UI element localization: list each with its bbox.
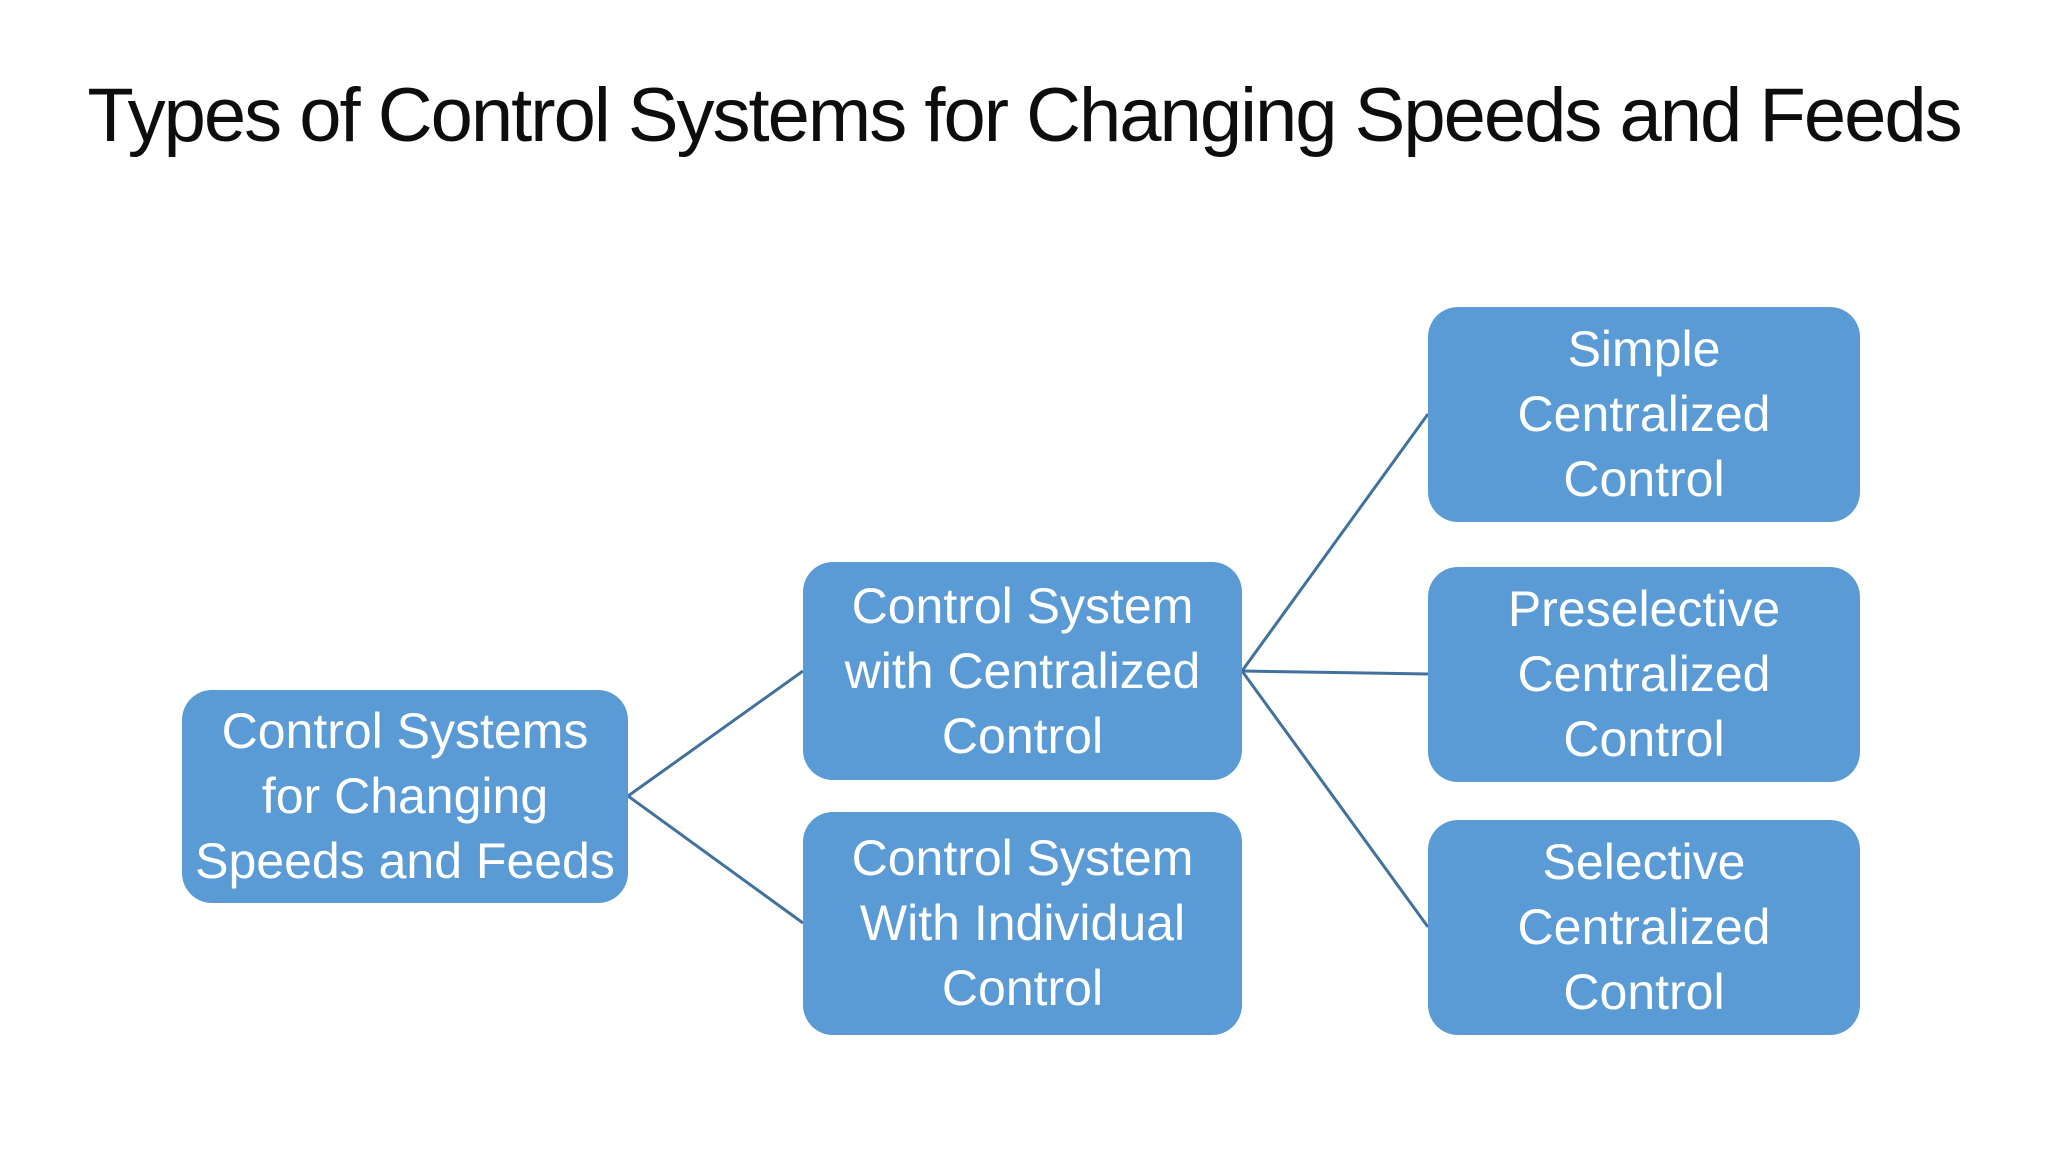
node-label: Control System With Individual Control	[851, 830, 1194, 1016]
connector-centralized-to-selective	[1240, 670, 1430, 928]
connector-root-to-centralized	[627, 669, 804, 798]
connector-centralized-to-preselective	[1241, 669, 1429, 676]
node-simple-centralized-control: Simple Centralized Control	[1428, 307, 1860, 522]
node-label: Preselective Centralized Control	[1507, 581, 1781, 767]
connector-centralized-to-simple	[1240, 413, 1430, 672]
node-label: Control System with Centralized Control	[844, 577, 1201, 764]
node-control-systems-root: Control Systems for Changing Speeds and …	[182, 690, 628, 903]
node-centralized-control: Control System with Centralized Control	[803, 562, 1242, 780]
node-preselective-centralized-control: Preselective Centralized Control	[1428, 567, 1860, 782]
node-individual-control: Control System With Individual Control	[803, 812, 1242, 1035]
slide-title: Types of Control Systems for Changing Sp…	[87, 73, 1962, 158]
node-label: Selective Centralized Control	[1517, 834, 1771, 1020]
node-selective-centralized-control: Selective Centralized Control	[1428, 820, 1860, 1035]
connector-root-to-individual	[627, 794, 804, 925]
node-label: Control Systems for Changing Speeds and …	[195, 703, 615, 889]
node-label: Simple Centralized Control	[1517, 321, 1771, 507]
